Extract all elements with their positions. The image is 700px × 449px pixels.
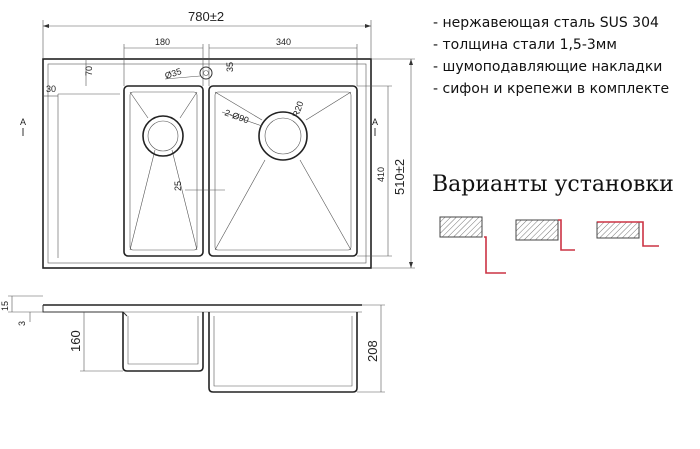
- dim-corner-radius: R20: [290, 100, 305, 119]
- dim-drain-label: 2-Ø90: [223, 107, 250, 125]
- dim-total-width: 780±2: [188, 9, 224, 24]
- spec-item: - сифон и крепежи в комплекте: [433, 81, 670, 97]
- dim-tap-diameter: Ø35: [164, 66, 183, 81]
- side-view: 15 3 160 208: [0, 295, 385, 393]
- section-marker-right: A: [372, 117, 378, 127]
- dim-bowl-gap: 25: [173, 181, 183, 191]
- dim-right-bowl-width: 340: [276, 37, 291, 47]
- install-variant-overmount: [596, 221, 659, 247]
- dim-top-offset: 70: [84, 66, 94, 76]
- sink-outline: [42, 58, 372, 269]
- spec-list: - нержавеющая сталь SUS 304 - толщина ст…: [433, 12, 669, 100]
- tap-hole: [199, 66, 213, 80]
- spec-item: - толщина стали 1,5-3мм: [433, 37, 617, 53]
- dim-edge-offset: 30: [46, 84, 56, 94]
- dim-left-bowl-depth: 160: [68, 330, 83, 352]
- spec-item: - нержавеющая сталь SUS 304: [433, 15, 659, 31]
- top-view: 780±2 180 340 Ø35 35 70 30 2-Ø90 R20 25 …: [20, 9, 415, 269]
- spec-item: - шумоподавляющие накладки: [433, 59, 663, 75]
- install-variants: [439, 216, 659, 274]
- install-variant-flush: [515, 219, 575, 251]
- dim-flange-height: 15: [0, 301, 10, 311]
- left-bowl: [123, 85, 204, 257]
- install-variant-undermount: [439, 216, 506, 274]
- dim-rim-thickness: 3: [17, 321, 27, 326]
- right-drain: [258, 111, 308, 161]
- dim-bowl-depth: 410: [376, 167, 386, 182]
- dim-tap-offset: 35: [225, 62, 235, 72]
- dim-total-depth: 510±2: [392, 159, 407, 195]
- dim-left-bowl-width: 180: [155, 37, 170, 47]
- right-bowl: [208, 85, 358, 257]
- install-title: Варианты установки: [432, 172, 674, 197]
- left-drain: [142, 115, 184, 157]
- sink-inner-outline: [47, 63, 367, 264]
- section-marker-left: A: [20, 117, 26, 127]
- dim-right-bowl-depth: 208: [365, 340, 380, 362]
